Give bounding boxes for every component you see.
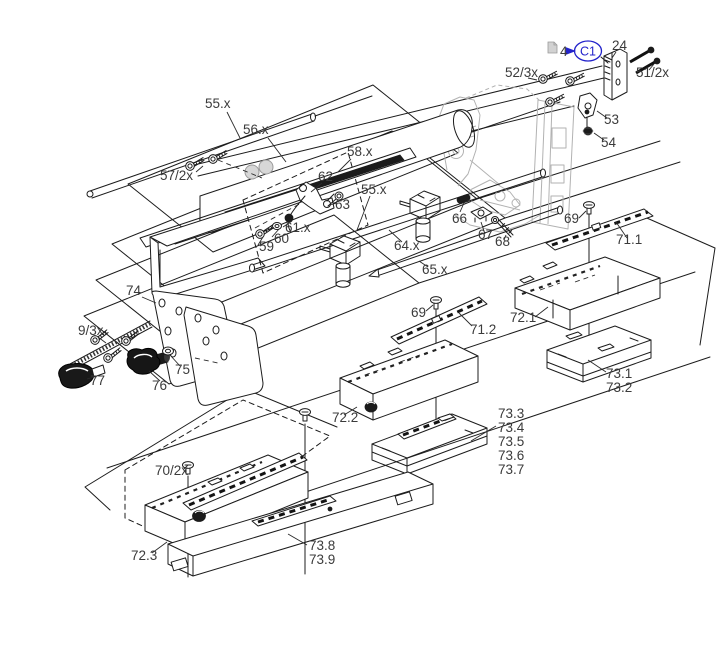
part-label-73-8: 73.8 <box>309 538 335 553</box>
part-label-62: 62 <box>318 169 333 184</box>
part-label-67: 67 <box>478 227 493 242</box>
part-label-74: 74 <box>126 283 142 298</box>
rod-clamp-group <box>249 168 563 288</box>
part-54-nut <box>582 126 594 136</box>
tray-72-1 <box>514 256 661 331</box>
part-label-68: 68 <box>495 234 510 249</box>
leader-lines <box>86 51 655 554</box>
part-label-24: 24 <box>612 38 628 53</box>
part-label-72-2: 72.2 <box>332 410 358 425</box>
part-label-73-9: 73.9 <box>309 552 335 567</box>
part-label-60: 60 <box>274 231 289 246</box>
left-plate-group <box>58 290 264 406</box>
part-label-9: 9/3x <box>78 323 104 338</box>
part-label-73-7: 73.7 <box>498 462 524 477</box>
bottom-left-assembly <box>124 399 434 578</box>
screw-69-middle <box>430 296 442 310</box>
screw-68 <box>491 216 514 238</box>
part-67-guide <box>470 206 493 223</box>
part-labels: 24 52/3x 51/2x 53 54 55.x 56.x 57/2x 58.… <box>78 38 669 567</box>
part-66-pin <box>456 194 471 204</box>
part-label-59: 59 <box>259 239 274 254</box>
part-label-76: 76 <box>152 378 167 393</box>
part-label-63: 63 <box>335 197 350 212</box>
block-73-1 <box>546 325 652 383</box>
part-label-64: 64.x <box>394 238 420 253</box>
block-73-3 <box>371 413 488 475</box>
middle-assembly-column <box>339 296 488 475</box>
rod-65 <box>368 205 563 278</box>
reference-code[interactable]: C1 <box>580 45 596 59</box>
linkage-group-58 <box>242 151 369 274</box>
reference-code-circle[interactable] <box>573 40 603 62</box>
washer-60 <box>272 222 282 230</box>
part-label-69-mid: 69 <box>411 305 426 320</box>
part-label-75: 75 <box>175 362 190 377</box>
tray-72-3 <box>144 452 309 549</box>
screws-51 <box>629 46 661 75</box>
part-label-71-2: 71.2 <box>470 322 496 337</box>
tray-72-2 <box>339 339 479 421</box>
part-label-73-4: 73.4 <box>498 420 525 435</box>
rail-56 <box>139 147 417 300</box>
part-label-66: 66 <box>452 211 467 226</box>
part-53-wedge <box>577 92 598 128</box>
roller-rail-assembly <box>86 95 476 300</box>
part-label-73-6: 73.6 <box>498 448 524 463</box>
part-label-65: 65.x <box>422 262 448 277</box>
part-label-52: 52/3x <box>505 65 538 80</box>
part-label-51: 51/2x <box>636 65 669 80</box>
part-label-72-1: 72.1 <box>510 310 536 325</box>
part-label-77: 77 <box>90 373 105 388</box>
part-label-73-3: 73.3 <box>498 406 524 421</box>
plate-74-rear <box>183 306 264 406</box>
slat-71-2 <box>390 296 488 345</box>
knob-76 <box>126 347 170 375</box>
right-assembly-column <box>514 201 661 383</box>
handle-77 <box>58 363 106 389</box>
reference-note <box>547 40 609 64</box>
machine-silhouette-ghost <box>437 84 575 233</box>
part-label-72-3: 72.3 <box>131 548 157 563</box>
rod-55-right <box>249 168 546 273</box>
part-label-53: 53 <box>604 112 619 127</box>
part-label-58: 58.x <box>347 144 373 159</box>
reference-number: 4 <box>560 44 568 59</box>
part-label-71-1: 71.1 <box>616 232 642 247</box>
nut-61 <box>284 213 294 223</box>
part-label-73-5: 73.5 <box>498 434 524 449</box>
washer-75 <box>162 346 174 356</box>
document-icon[interactable] <box>547 41 558 54</box>
screw-63 <box>326 191 344 207</box>
part-label-57: 57/2x <box>160 168 193 183</box>
screw-9 <box>101 347 124 365</box>
part-label-73-2: 73.2 <box>606 380 632 395</box>
rod-55-top <box>86 95 373 199</box>
part-label-56: 56.x <box>243 122 269 137</box>
part-label-61: 61.x <box>285 220 311 235</box>
top-right-cluster <box>537 40 661 136</box>
screw-70 <box>299 408 311 422</box>
part-label-70: 70/2x <box>155 463 188 478</box>
part-label-54: 54 <box>601 135 617 150</box>
part-label-73-1: 73.1 <box>606 366 632 381</box>
part-label-55-top: 55.x <box>205 96 231 111</box>
part-label-55-right: 55.x <box>361 182 387 197</box>
knob <box>192 510 206 522</box>
part-label-69-right: 69 <box>564 211 579 226</box>
bar-73-8 <box>167 471 434 577</box>
bracket-24 <box>603 48 628 101</box>
slat-71-1 <box>545 208 654 251</box>
screw-52 <box>564 72 587 87</box>
